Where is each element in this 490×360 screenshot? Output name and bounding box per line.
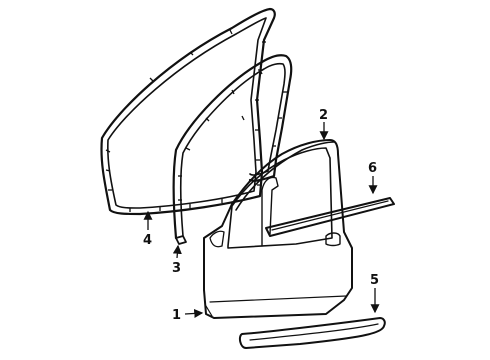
callout-1: 1 [172,308,181,323]
inner-weatherstrip [172,54,293,245]
leader-1 [184,308,204,319]
callout-4: 4 [143,233,152,248]
window-frame [235,141,335,211]
leader-3 [172,244,182,259]
callout-6: 6 [368,161,377,176]
callout-5: 5 [370,273,379,288]
callout-3: 3 [172,261,181,276]
leader-lines [143,122,380,319]
callout-2: 2 [319,108,328,123]
lower-trim-molding [238,317,386,349]
belt-molding [265,197,395,237]
